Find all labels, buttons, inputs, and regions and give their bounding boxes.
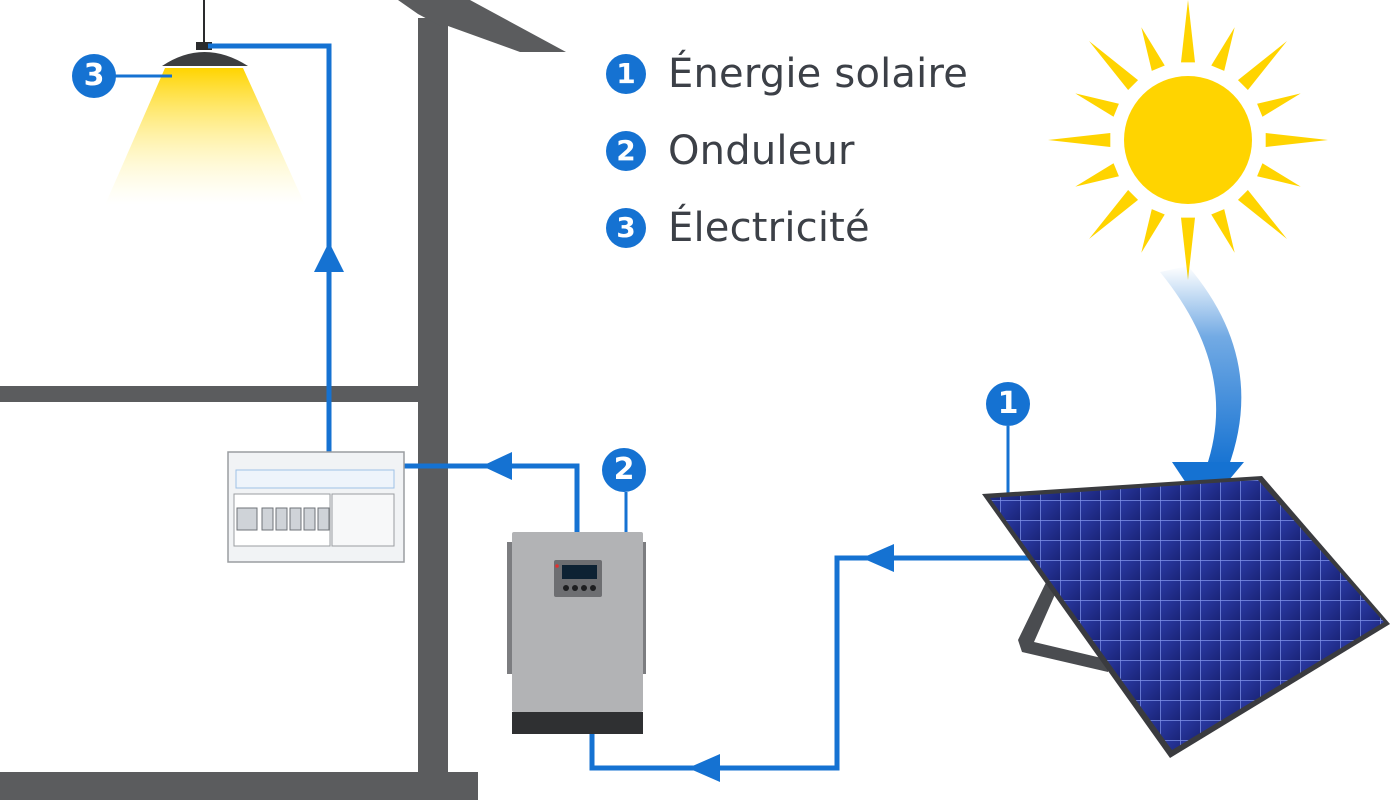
sun-ray [1075, 93, 1119, 117]
arrow-left-icon [862, 544, 894, 572]
inverter-marker: 2 [602, 448, 646, 492]
house-wall [418, 18, 448, 780]
sun-ray [1257, 93, 1301, 117]
legend-item-electricity: 3 Électricité [606, 202, 1026, 254]
ceiling-lamp [105, 0, 305, 205]
sun-ray [1048, 132, 1111, 148]
wire-inverter-to-board [404, 463, 580, 532]
inverter-base [512, 712, 643, 734]
wire-board-to-lamp [208, 43, 332, 452]
legend-number-badge: 3 [606, 208, 646, 248]
board-breaker [275, 507, 288, 531]
sun-ray [1257, 163, 1301, 187]
sun-ray [1237, 189, 1287, 239]
electrical-board [227, 451, 405, 563]
inverter-screen [562, 565, 597, 579]
roof [398, 0, 566, 52]
legend-item-inverter: 2 Onduleur [606, 125, 1026, 177]
sun-icon [1048, 0, 1328, 280]
board-display-strip [235, 469, 395, 489]
legend-label: Onduleur [668, 128, 855, 174]
wire-panel-to-inverter [589, 555, 1032, 771]
sun-ray [1089, 41, 1139, 91]
legend-item-solar: 1 Énergie solaire [606, 48, 1026, 100]
inverter-led [555, 564, 559, 568]
sun-ray [1180, 0, 1196, 63]
panel-cells [990, 480, 1384, 750]
panel-marker: 1 [986, 382, 1030, 426]
sun-ray [1211, 209, 1235, 253]
sun-ray [1237, 41, 1287, 91]
wires [112, 43, 1032, 771]
sun-ray [1141, 209, 1165, 253]
flow-arrows [314, 242, 894, 782]
sun-ray [1211, 27, 1235, 71]
lamp-marker: 3 [72, 54, 116, 98]
house [0, 0, 566, 800]
sun-ray [1141, 27, 1165, 71]
legend: 1 Énergie solaire 2 Onduleur 3 Électrici… [606, 48, 1026, 279]
inverter-body [512, 532, 643, 712]
sun-disc [1124, 76, 1252, 204]
legend-label: Énergie solaire [668, 51, 969, 97]
board-breaker [303, 507, 316, 531]
lamp-light-beam [105, 68, 305, 205]
arrow-left-icon [482, 452, 512, 480]
sun-ray [1265, 132, 1328, 148]
sunlight-arrow [1160, 266, 1244, 510]
floor-divider [0, 386, 422, 402]
inverter [507, 532, 646, 734]
panel-stand [1018, 570, 1110, 672]
board-breaker [289, 507, 302, 531]
arrow-left-icon [688, 754, 720, 782]
solar-panel [982, 476, 1390, 758]
board-breaker [236, 507, 258, 531]
ground [0, 772, 478, 800]
legend-label: Électricité [668, 205, 870, 251]
sun-ray [1180, 217, 1196, 280]
board-breaker [261, 507, 274, 531]
legend-number-badge: 2 [606, 131, 646, 171]
lamp-cap [196, 42, 212, 50]
lamp-shade [162, 52, 248, 66]
legend-number-badge: 1 [606, 54, 646, 94]
sun-ray [1075, 163, 1119, 187]
arrow-up-icon [314, 242, 344, 272]
sun-ray [1089, 189, 1139, 239]
board-breaker [317, 507, 330, 531]
